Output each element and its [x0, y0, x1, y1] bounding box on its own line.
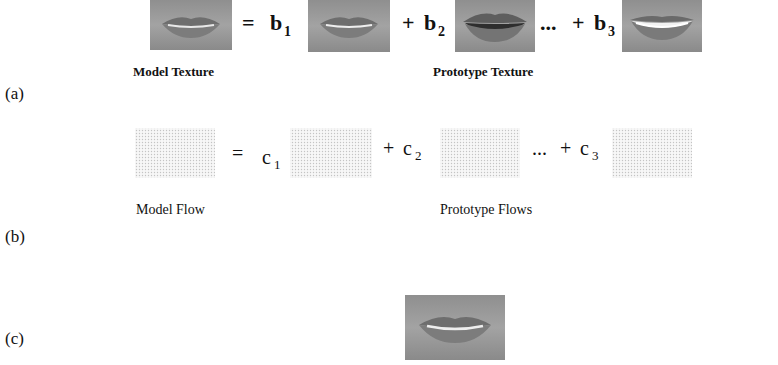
- coefficient: c: [403, 138, 412, 158]
- row-label: (a): [5, 85, 24, 102]
- operator: +: [560, 138, 571, 158]
- subscript: 2: [438, 25, 445, 39]
- caption-label: Model Texture: [133, 65, 214, 78]
- flow-field: [290, 128, 372, 178]
- subscript: 2: [415, 149, 422, 162]
- subscript: 1: [274, 158, 281, 171]
- flow-field: [612, 128, 692, 178]
- flow-field: [440, 128, 520, 178]
- flow-field: [135, 128, 215, 178]
- lip-image: [622, 0, 702, 52]
- subscript: 3: [592, 149, 599, 162]
- coefficient: c: [262, 147, 271, 167]
- row-label: (c): [5, 330, 24, 347]
- caption-label: Model Flow: [136, 203, 205, 217]
- ellipsis: ...: [540, 12, 557, 34]
- operator: +: [383, 138, 394, 158]
- lip-image: [308, 0, 390, 52]
- ellipsis: ...: [532, 138, 547, 158]
- subscript: 3: [608, 25, 615, 39]
- coefficient: b: [270, 12, 282, 34]
- caption-label: Prototype Flows: [440, 203, 532, 217]
- coefficient: c: [580, 138, 589, 158]
- subscript: 1: [284, 25, 291, 39]
- coefficient: b: [594, 12, 606, 34]
- operator: =: [242, 12, 255, 34]
- lip-image: [150, 0, 232, 50]
- operator: +: [402, 12, 415, 34]
- row-label: (b): [5, 228, 25, 245]
- lip-image: [455, 0, 535, 52]
- coefficient: b: [424, 12, 436, 34]
- operator: =: [232, 143, 243, 163]
- caption-label: Prototype Texture: [433, 65, 533, 78]
- lip-image: [405, 295, 505, 360]
- operator: +: [572, 12, 585, 34]
